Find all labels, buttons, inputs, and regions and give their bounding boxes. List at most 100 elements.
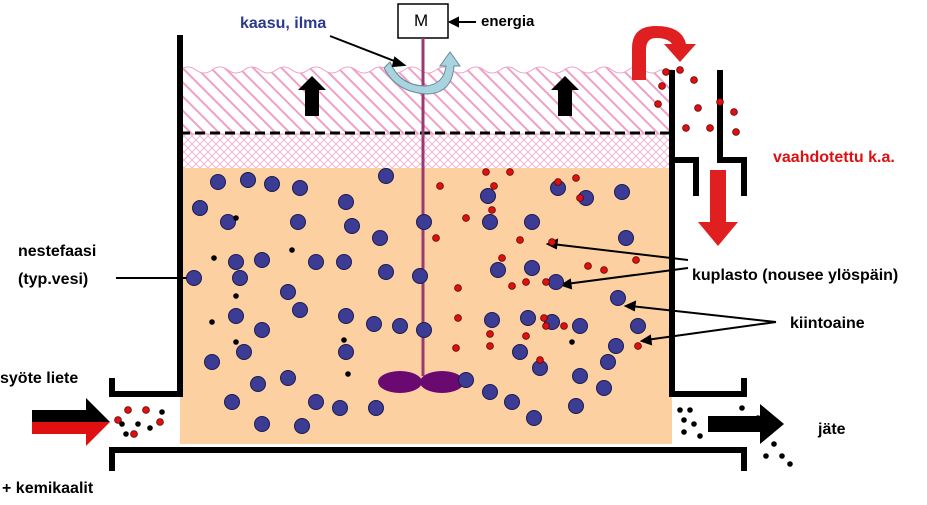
bubble <box>366 316 382 332</box>
bubble <box>480 188 496 204</box>
black-particle <box>209 319 215 325</box>
tank-walls <box>109 35 747 471</box>
black-particle <box>289 247 295 253</box>
bubble <box>224 394 240 410</box>
red-particle <box>490 182 498 190</box>
red-particle <box>486 330 494 338</box>
bubble <box>186 270 202 286</box>
bubble <box>332 400 348 416</box>
black-particle <box>787 461 793 467</box>
bubble <box>600 354 616 370</box>
bubble <box>520 310 536 326</box>
bubble <box>372 230 388 246</box>
bubble <box>338 194 354 210</box>
gas-air-label: kaasu, ilma <box>240 15 327 32</box>
red-particle <box>516 236 524 244</box>
bubble <box>524 260 540 276</box>
red-particle <box>676 66 684 74</box>
black-particle <box>569 339 575 345</box>
bubble <box>308 254 324 270</box>
red-particle <box>488 206 496 214</box>
bubble <box>336 254 352 270</box>
bubble <box>204 354 220 370</box>
impeller-blade-right <box>420 371 464 393</box>
bubble <box>254 252 270 268</box>
solids-label: kiintoaine <box>790 315 865 332</box>
froth-up-arrow-right <box>551 76 579 116</box>
bubble <box>412 268 428 284</box>
bubble <box>254 416 270 432</box>
red-particle <box>654 100 662 108</box>
red-particle <box>522 278 530 286</box>
feed-arrow-icon <box>32 398 110 446</box>
bubble <box>228 308 244 324</box>
particle-layer <box>114 66 793 467</box>
bubble <box>596 380 612 396</box>
red-particle <box>482 168 490 176</box>
bubble <box>392 318 408 334</box>
bubble <box>608 338 624 354</box>
red-particle <box>506 168 514 176</box>
slurry-zone <box>180 168 672 444</box>
bubble <box>220 214 236 230</box>
black-particle <box>119 421 125 427</box>
black-particle <box>233 293 239 299</box>
bubble <box>524 214 540 230</box>
bubble <box>490 262 506 278</box>
bubble <box>236 344 252 360</box>
bubble <box>280 284 296 300</box>
red-particle <box>584 262 592 270</box>
bubble <box>378 168 394 184</box>
bubble <box>618 230 634 246</box>
bubble <box>232 270 248 286</box>
chemicals-label: + kemikaalit <box>2 480 94 497</box>
red-particle <box>706 124 714 132</box>
red-particle <box>560 322 568 330</box>
bubble <box>416 214 432 230</box>
red-particle <box>114 416 122 424</box>
bubble <box>484 312 500 328</box>
bubble <box>228 254 244 270</box>
impeller-blade-left <box>378 371 422 393</box>
black-particle <box>691 421 697 427</box>
red-particle <box>498 254 506 262</box>
black-particle <box>779 453 785 459</box>
black-particle <box>681 429 687 435</box>
black-particle <box>771 441 777 447</box>
liquid-phase-label-1: nestefaasi <box>18 243 97 260</box>
red-particle <box>540 314 548 322</box>
bubble <box>290 214 306 230</box>
red-particle <box>682 124 690 132</box>
black-particle <box>763 453 769 459</box>
black-particle <box>767 429 773 435</box>
froth-crosshatch-layer <box>180 134 672 168</box>
black-particle <box>345 371 351 377</box>
red-particle <box>694 104 702 112</box>
bubble <box>338 308 354 324</box>
bubble <box>210 174 226 190</box>
red-particle <box>486 342 494 350</box>
black-particle <box>159 409 165 415</box>
red-particle <box>658 82 666 90</box>
red-particle <box>462 214 470 222</box>
bubble <box>250 376 266 392</box>
feed-channel <box>112 394 180 444</box>
black-particle <box>233 215 239 221</box>
bubble <box>482 214 498 230</box>
product-down-arrow-icon <box>698 170 738 246</box>
motor-label: M <box>414 11 429 30</box>
bubble <box>458 372 474 388</box>
red-particle <box>142 406 150 414</box>
bubble <box>416 322 432 338</box>
bubble <box>568 398 584 414</box>
red-particle <box>572 174 580 182</box>
bubble <box>240 172 256 188</box>
bubble <box>338 344 354 360</box>
red-particle <box>634 342 642 350</box>
red-particle <box>548 238 556 246</box>
black-particle <box>233 339 239 345</box>
red-particle <box>600 266 608 274</box>
liquid-phase-label-2: (typ.vesi) <box>18 271 89 288</box>
bubble <box>294 418 310 434</box>
